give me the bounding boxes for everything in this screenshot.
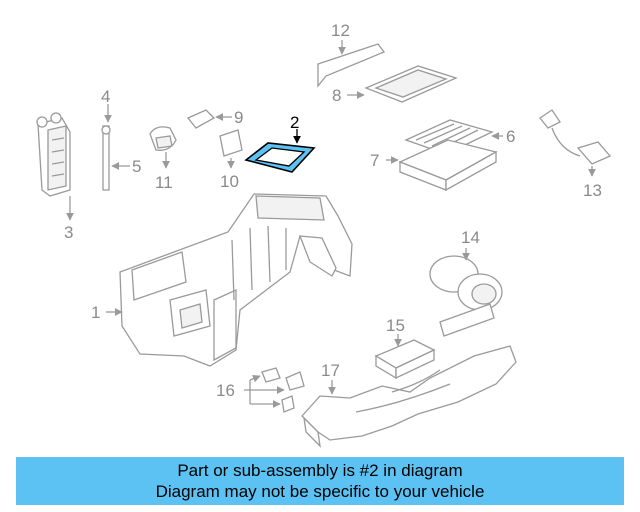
part-3-heater-core — [36, 112, 74, 221]
callout-1: 1 — [91, 303, 100, 322]
callout-16: 16 — [216, 381, 235, 400]
part-13-actuator-harness — [539, 109, 612, 177]
callout-2: 2 — [290, 113, 299, 132]
part-4-5-tube — [101, 104, 130, 191]
part-2-gasket-highlighted — [244, 129, 316, 173]
part-15-control-module — [374, 334, 436, 380]
part-12-bracket — [317, 40, 386, 88]
part-16-sensors — [244, 367, 305, 413]
callout-4: 4 — [101, 87, 110, 106]
part-9-clip — [186, 109, 232, 129]
info-banner: Part or sub-assembly is #2 in diagram Di… — [16, 457, 624, 505]
callout-15: 15 — [386, 316, 405, 335]
banner-line-2: Diagram may not be specific to your vehi… — [155, 482, 485, 501]
parts-diagram: 3 4 5 11 9 10 2 12 — [36, 21, 612, 448]
part-8-filter-frame — [347, 65, 458, 103]
callout-6: 6 — [506, 127, 515, 146]
callout-5: 5 — [132, 157, 141, 176]
part-17-duct — [301, 345, 517, 448]
callout-8: 8 — [332, 86, 341, 105]
callout-7: 7 — [370, 151, 379, 170]
callout-3: 3 — [64, 223, 73, 242]
part-14-blower-motor — [429, 248, 503, 337]
part-10-seal — [219, 129, 243, 169]
banner-line-1: Part or sub-assembly is #2 in diagram — [177, 461, 463, 480]
part-11-actuator — [149, 126, 177, 169]
callout-9: 9 — [234, 108, 243, 127]
callout-14: 14 — [461, 228, 480, 247]
callout-10: 10 — [220, 172, 239, 191]
callout-11: 11 — [155, 173, 173, 192]
part-1-hvac-housing — [106, 193, 353, 367]
callout-17: 17 — [321, 361, 340, 380]
part-7-filter-housing — [386, 139, 498, 192]
callout-13: 13 — [583, 181, 602, 200]
callout-12: 12 — [331, 21, 350, 40]
